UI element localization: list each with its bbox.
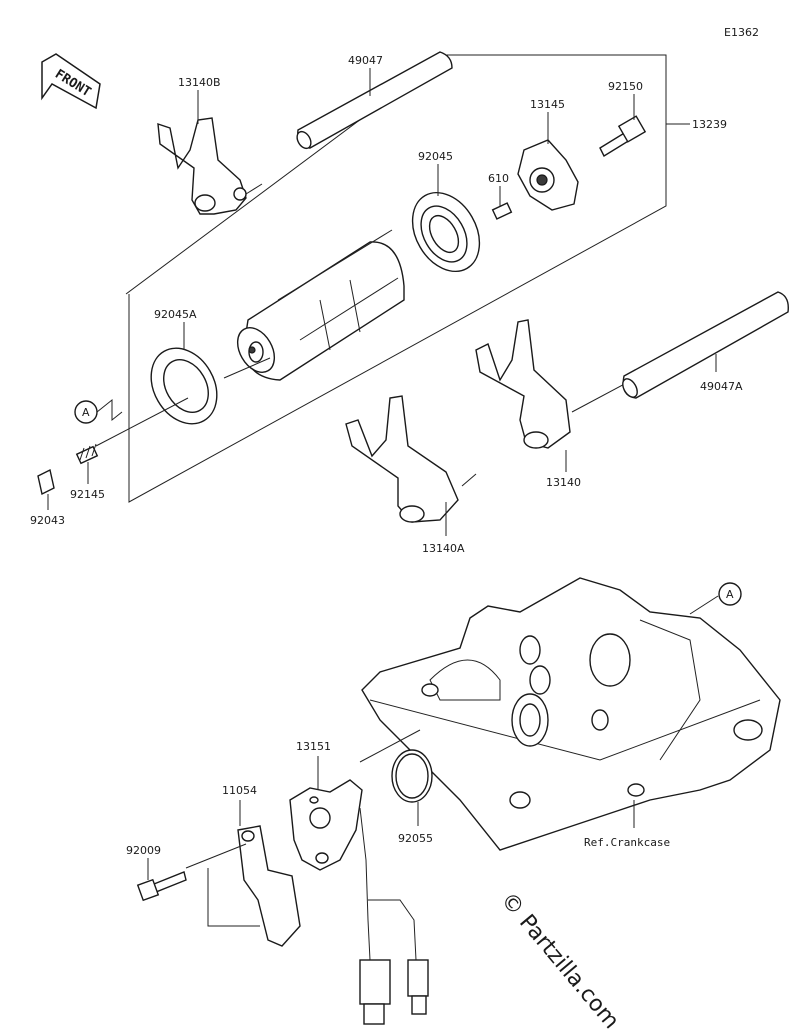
label-92150: 92150 (608, 80, 643, 93)
label-13140B: 13140B (178, 76, 221, 89)
label-49047A: 49047A (700, 380, 743, 393)
o-ring-92055 (391, 749, 433, 803)
shift-fork-13140A (345, 395, 459, 523)
pin-610 (491, 202, 513, 220)
front-arrow-icon: FRONT (41, 53, 101, 110)
label-13145: 13145 (530, 98, 565, 111)
bearing-92045 (411, 191, 481, 273)
watermark: © Partzilla.com (495, 888, 623, 1033)
label-13239: 13239 (692, 118, 727, 131)
callout-a-bottom-letter: A (726, 588, 734, 601)
label-92045A: 92045A (154, 308, 197, 321)
shift-rod-49047A (622, 291, 789, 399)
label-13140: 13140 (546, 476, 581, 489)
shift-fork-13140B (157, 117, 247, 215)
callout-a-top: A (74, 400, 98, 424)
label-13140A: 13140A (422, 542, 465, 555)
gear-position-sensor-13151 (289, 779, 429, 1025)
callout-a-top-letter: A (82, 406, 90, 419)
crankcase (361, 577, 781, 851)
star-cam-13145 (517, 139, 579, 211)
shift-fork-13140 (475, 319, 571, 449)
label-92145: 92145 (70, 488, 105, 501)
label-92055: 92055 (398, 832, 433, 845)
label-92043: 92043 (30, 514, 65, 527)
label-49047: 49047 (348, 54, 383, 67)
label-610: 610 (488, 172, 509, 185)
spring-92145 (75, 443, 99, 465)
pin-92043 (37, 468, 55, 496)
reference-crankcase-label: Ref.Crankcase (584, 836, 670, 849)
label-13151: 13151 (296, 740, 331, 753)
bolt-92009 (136, 871, 187, 902)
label-92009: 92009 (126, 844, 161, 857)
shift-rod-49047 (296, 51, 453, 150)
bearing-92045A (150, 347, 218, 425)
bracket-11054 (237, 825, 301, 947)
diagram-id: E1362 (724, 26, 759, 39)
label-11054: 11054 (222, 784, 257, 797)
shift-drum (236, 229, 405, 381)
callout-a-bottom: A (718, 582, 742, 606)
bolt-92150 (599, 115, 647, 157)
label-92045: 92045 (418, 150, 453, 163)
